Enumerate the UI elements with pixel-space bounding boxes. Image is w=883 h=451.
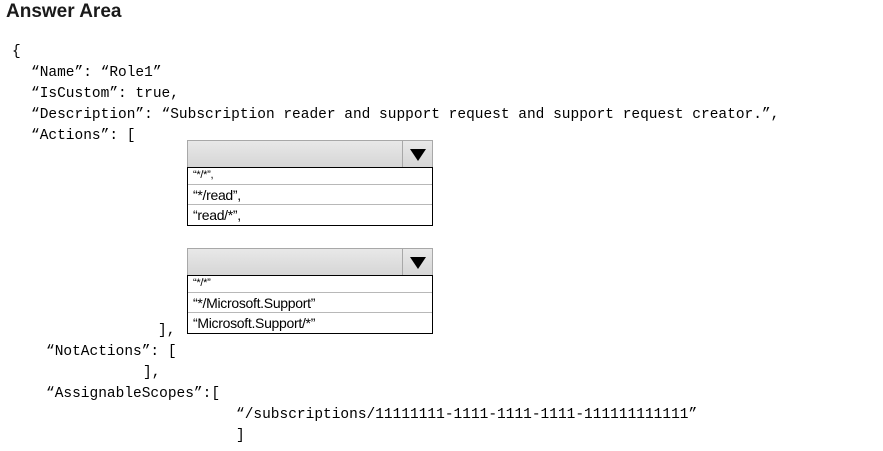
json-description-line: “Description”: “Subscription reader and … — [31, 107, 780, 123]
actions-dropdown-2-option[interactable]: “Microsoft.Support/*” — [193, 315, 316, 331]
actions-dropdown-1-header[interactable] — [187, 140, 433, 167]
actions-dropdown-2[interactable]: “*/*” “*/Microsoft.Support” “Microsoft.S… — [187, 248, 433, 334]
json-notactions-close: ], — [143, 365, 161, 381]
actions-dropdown-2-arrow-button[interactable] — [402, 249, 432, 275]
actions-dropdown-2-list: “*/*” “*/Microsoft.Support” “Microsoft.S… — [187, 275, 433, 334]
json-actions-line: “Actions”: [ — [31, 128, 136, 144]
json-scope-value: “/subscriptions/11111111-1111-1111-1111-… — [236, 407, 698, 423]
json-name-line: “Name”: “Role1” — [31, 65, 162, 81]
triangle-down-icon — [410, 149, 426, 161]
actions-dropdown-1-list: “*/*”, “*/read”, “read/*”, — [187, 167, 433, 226]
json-notactions-line: “NotActions”: [ — [46, 344, 177, 360]
actions-dropdown-1-option[interactable]: “*/*”, — [188, 168, 432, 185]
json-actions-close: ], — [158, 323, 176, 339]
actions-dropdown-1-arrow-button[interactable] — [402, 141, 432, 167]
triangle-down-icon — [410, 257, 426, 269]
json-open-brace: { — [12, 44, 21, 60]
json-iscustom-line: “IsCustom”: true, — [31, 86, 179, 102]
actions-dropdown-2-option[interactable]: “*/Microsoft.Support” — [188, 293, 432, 313]
actions-dropdown-2-header[interactable] — [187, 248, 433, 275]
answer-area-title: Answer Area — [6, 1, 122, 22]
json-assignable-line: “AssignableScopes”:[ — [46, 386, 221, 402]
actions-dropdown-2-option[interactable]: “*/*” — [188, 276, 432, 293]
actions-dropdown-1[interactable]: “*/*”, “*/read”, “read/*”, — [187, 140, 433, 226]
actions-dropdown-1-option[interactable]: “read/*”, — [193, 207, 241, 223]
actions-dropdown-1-option[interactable]: “*/read”, — [188, 185, 432, 205]
json-assignable-close: ] — [236, 428, 245, 444]
